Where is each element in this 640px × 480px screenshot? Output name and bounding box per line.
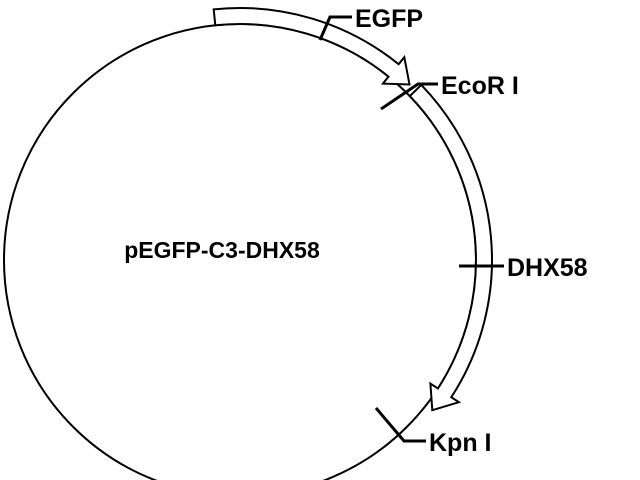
ecori-leader-line — [380, 82, 438, 111]
kpni-site-label: Kpn I — [429, 429, 492, 457]
plasmid-name-label: pEGFP-C3-DHX58 — [124, 237, 320, 263]
egfp-feature-arrow — [212, 7, 411, 86]
egfp-leader-line — [318, 15, 352, 41]
ecori-site-label: EcoR I — [441, 72, 519, 100]
egfp-label: EGFP — [355, 5, 423, 33]
dhx58-label: DHX58 — [507, 254, 588, 282]
kpni-leader-line — [374, 407, 426, 443]
dhx58-feature-arrow — [408, 83, 493, 412]
